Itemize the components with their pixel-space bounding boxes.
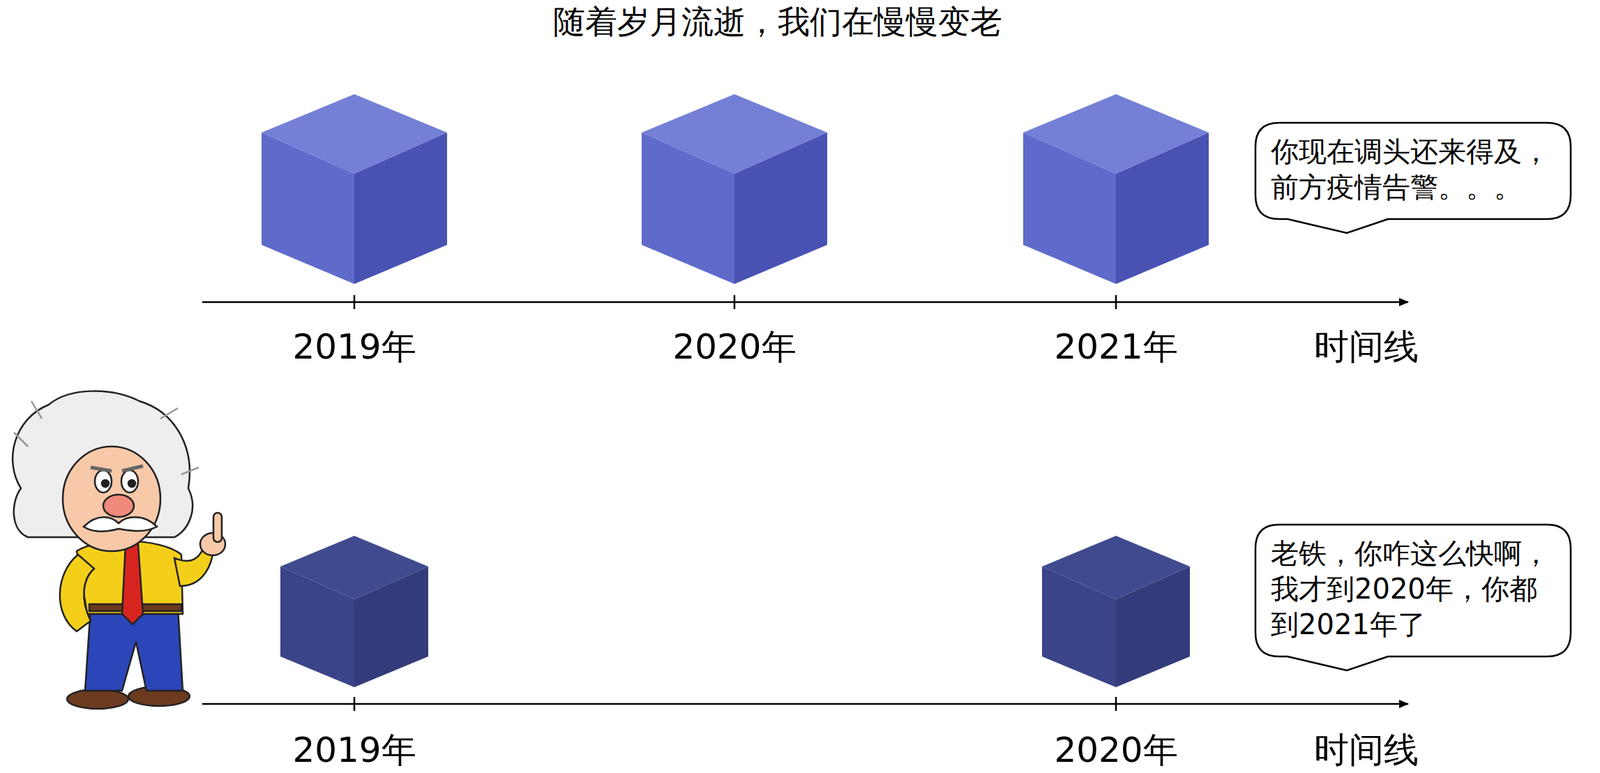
cube: [280, 535, 429, 688]
axis-label: 2019年: [292, 728, 416, 771]
tick: [353, 295, 356, 309]
axis-label: 2020年: [672, 325, 796, 368]
axis-label: 时间线: [1314, 325, 1419, 368]
cube: [1023, 94, 1209, 284]
speech-bubble: 老铁，你咋这么快啊， 我才到2020年，你都 到2021年了: [1255, 524, 1571, 657]
page-title: 随着岁月流逝，我们在慢慢变老: [553, 2, 1003, 42]
axis-label: 2020年: [1053, 728, 1178, 771]
axis-label: 2021年: [1053, 325, 1178, 368]
axis-label: 2019年: [292, 325, 416, 368]
tick: [1115, 295, 1118, 309]
speech-bubble: 你现在调头还来得及， 前方疫情告警。。。: [1255, 122, 1571, 220]
cartoon-character: [12, 391, 226, 709]
tick: [733, 295, 736, 309]
cube: [261, 94, 448, 284]
tick: [1115, 696, 1118, 711]
cube: [1042, 535, 1190, 688]
time-axis: [202, 703, 1409, 706]
time-axis: [202, 301, 1409, 304]
bubble-text: 你现在调头还来得及， 前方疫情告警。。。: [1255, 122, 1568, 217]
cube: [641, 94, 828, 284]
bubble-shape: [1255, 524, 1571, 671]
tick: [353, 696, 356, 711]
bubble-shape: [1255, 122, 1571, 233]
axis-label: 时间线: [1314, 728, 1419, 771]
bubble-text: 老铁，你咋这么快啊， 我才到2020年，你都 到2021年了: [1255, 524, 1568, 653]
